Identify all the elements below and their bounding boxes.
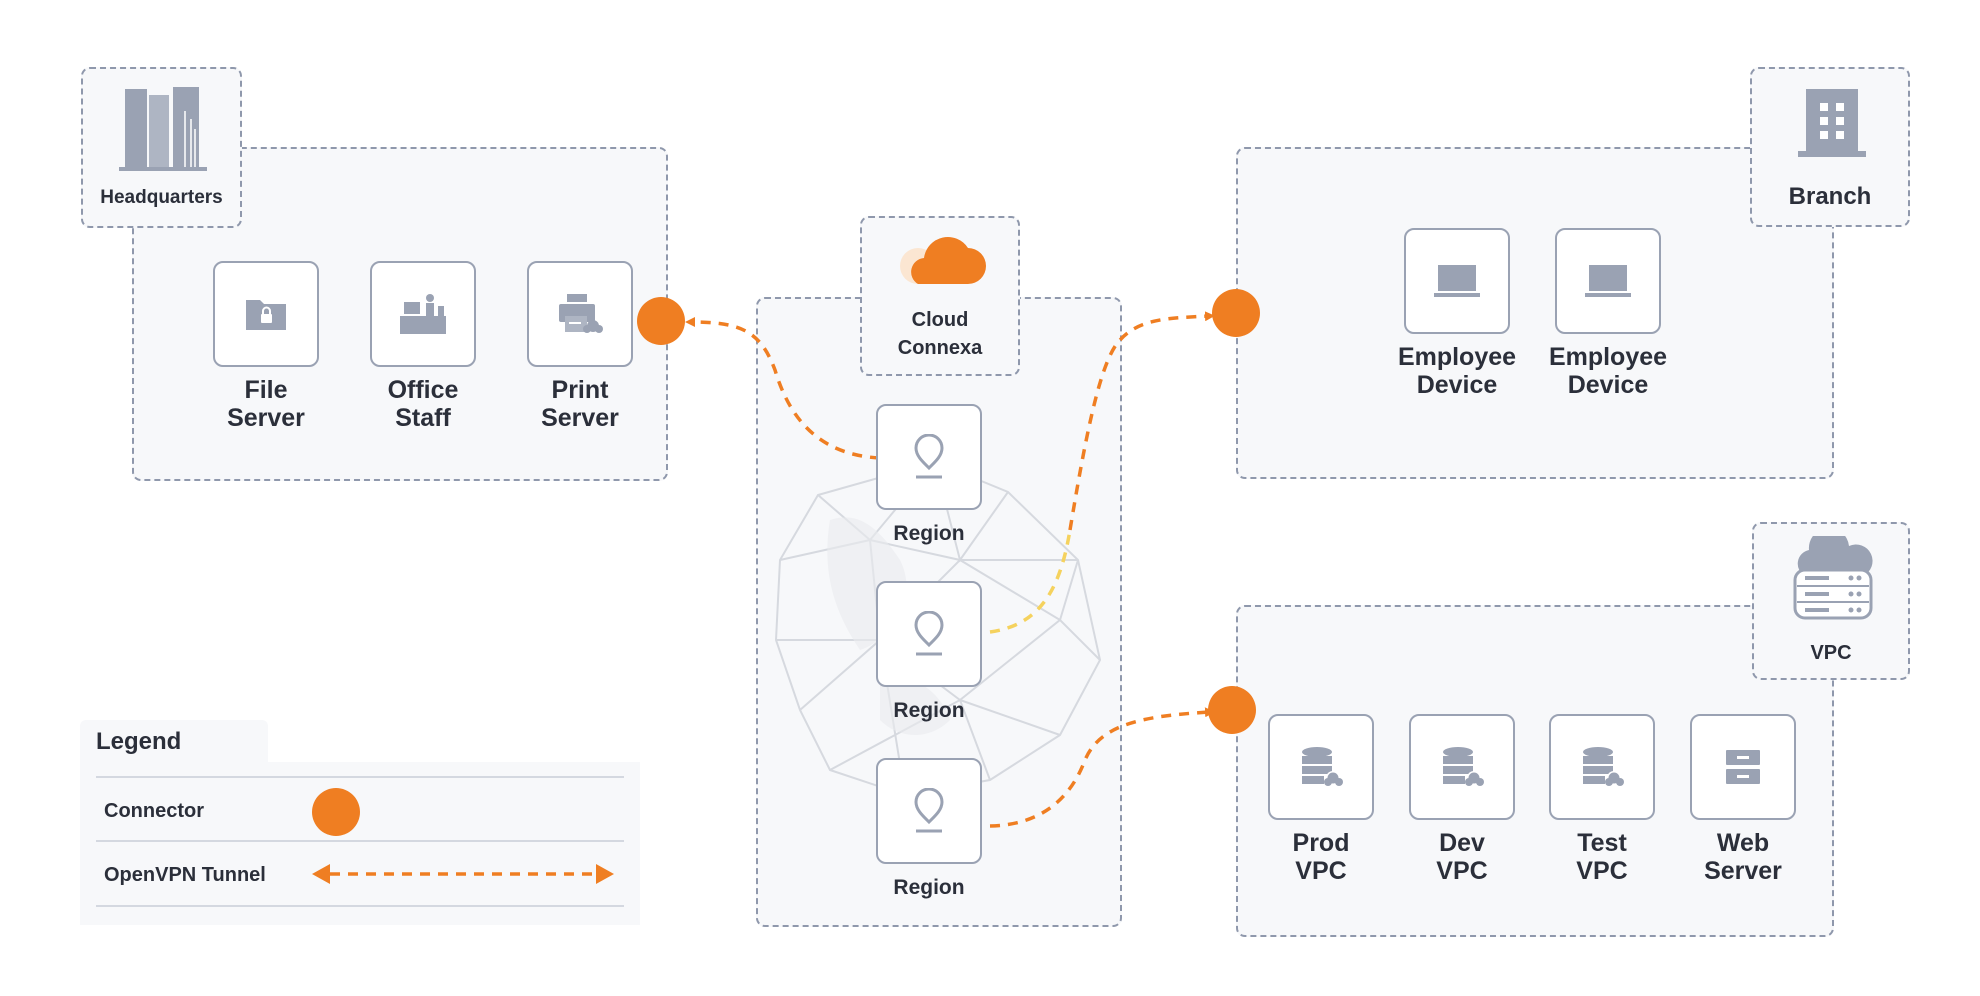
legend-divider <box>96 905 624 907</box>
legend-title-tab <box>80 720 268 766</box>
prod-vpc-tile[interactable] <box>1268 714 1374 820</box>
dev-vpc-tile[interactable] <box>1409 714 1515 820</box>
cloud-server-icon <box>1793 536 1873 620</box>
cloud-connexa-label: Cloud Connexa <box>862 306 1018 362</box>
test-vpc-label-line1: Test <box>1577 829 1627 857</box>
prod-vpc-label-line2: VPC <box>1295 857 1347 885</box>
web-server-label: Web Server <box>1643 829 1843 885</box>
cloud-connexa-tag: Cloud Connexa <box>860 216 1020 376</box>
print-server-tile[interactable] <box>527 261 633 367</box>
region-label-1: Region <box>893 522 965 545</box>
web-server-tile[interactable] <box>1690 714 1796 820</box>
office-staff-tile[interactable] <box>370 261 476 367</box>
office-towers-icon <box>119 87 207 171</box>
legend-divider <box>96 776 624 778</box>
region-tile-2[interactable] <box>876 581 982 687</box>
legend-tunnel-label: OpenVPN Tunnel <box>104 864 266 886</box>
prod-vpc-label-line1: Prod <box>1292 829 1350 857</box>
print-server-label-line1: Print <box>551 376 609 404</box>
file-server-label-line1: File <box>244 376 288 404</box>
office-staff-label-line1: Office <box>387 376 459 404</box>
server-icon <box>1726 750 1760 784</box>
cloud-connexa-label-line2: Connexa <box>897 337 983 359</box>
vpc-label: VPC <box>1810 642 1852 664</box>
branch-zone <box>1236 147 1834 479</box>
employee-device-tile-1[interactable] <box>1404 228 1510 334</box>
printer-cloud-icon <box>559 294 603 333</box>
web-server-label-line2: Server <box>1704 857 1782 885</box>
file-server-label-line2: Server <box>227 404 305 432</box>
region-tile-1[interactable] <box>876 404 982 510</box>
employee-device-label-2-line1: Employee <box>1548 343 1668 371</box>
test-vpc-label: Test VPC <box>1502 829 1702 885</box>
employee-device-label-1-line1: Employee <box>1397 343 1517 371</box>
employee-device-label-2-line2: Device <box>1567 371 1649 399</box>
employee-device-tile-2[interactable] <box>1555 228 1661 334</box>
laptop-icon <box>1585 265 1631 297</box>
location-pin-icon <box>914 788 944 833</box>
database-cloud-icon <box>1583 747 1624 786</box>
legend-body <box>80 762 640 925</box>
web-server-label-line1: Web <box>1716 829 1770 857</box>
legend-tunnel-arrow <box>312 864 614 884</box>
folder-lock-icon <box>246 300 286 330</box>
tunnel-branch <box>1068 311 1215 531</box>
file-server-tile[interactable] <box>213 261 319 367</box>
dev-vpc-label: Dev VPC <box>1362 829 1562 885</box>
cloud-connexa-logo <box>900 236 986 284</box>
test-vpc-label-line2: VPC <box>1576 857 1628 885</box>
desk-person-icon <box>400 294 446 334</box>
print-server-label: Print Server <box>480 376 680 432</box>
database-cloud-icon <box>1302 747 1343 786</box>
headquarters-label: Headquarters <box>100 187 223 208</box>
cloud-connexa-label-line1: Cloud <box>911 309 969 331</box>
office-staff-label-line2: Staff <box>395 404 451 432</box>
legend: Legend Connector OpenVPN Tunnel <box>80 720 640 925</box>
dev-vpc-label-line2: VPC <box>1436 857 1488 885</box>
laptop-icon <box>1434 265 1480 297</box>
connector-hq[interactable] <box>637 297 685 345</box>
headquarters-tag: Headquarters <box>81 67 242 228</box>
region-tile-3[interactable] <box>876 758 982 864</box>
database-cloud-icon <box>1443 747 1484 786</box>
office-staff-label: Office Staff <box>323 376 523 432</box>
tunnel-vpc <box>989 707 1215 828</box>
dev-vpc-label-line1: Dev <box>1439 829 1485 857</box>
vpc-tag: VPC <box>1752 522 1910 680</box>
legend-divider <box>96 840 624 842</box>
region-label-3: Region <box>893 876 965 899</box>
branch-label: Branch <box>1788 183 1872 210</box>
legend-connector-dot <box>312 788 360 836</box>
connector-branch[interactable] <box>1212 289 1260 337</box>
file-server-label: File Server <box>166 376 366 432</box>
employee-device-label-1-line2: Device <box>1416 371 1498 399</box>
test-vpc-tile[interactable] <box>1549 714 1655 820</box>
tunnel-hq <box>685 317 881 460</box>
legend-title: Legend <box>96 728 182 755</box>
employee-device-label-1: Employee Device <box>1357 343 1557 399</box>
location-pin-icon <box>914 434 944 479</box>
location-pin-icon <box>914 611 944 656</box>
employee-device-label-2: Employee Device <box>1508 343 1708 399</box>
prod-vpc-label: Prod VPC <box>1221 829 1421 885</box>
region-label-2: Region <box>893 699 965 722</box>
legend-connector-label: Connector <box>104 800 204 822</box>
connector-vpc[interactable] <box>1208 686 1256 734</box>
building-icon <box>1798 89 1866 157</box>
print-server-label-line2: Server <box>541 404 619 432</box>
branch-tag: Branch <box>1750 67 1910 227</box>
